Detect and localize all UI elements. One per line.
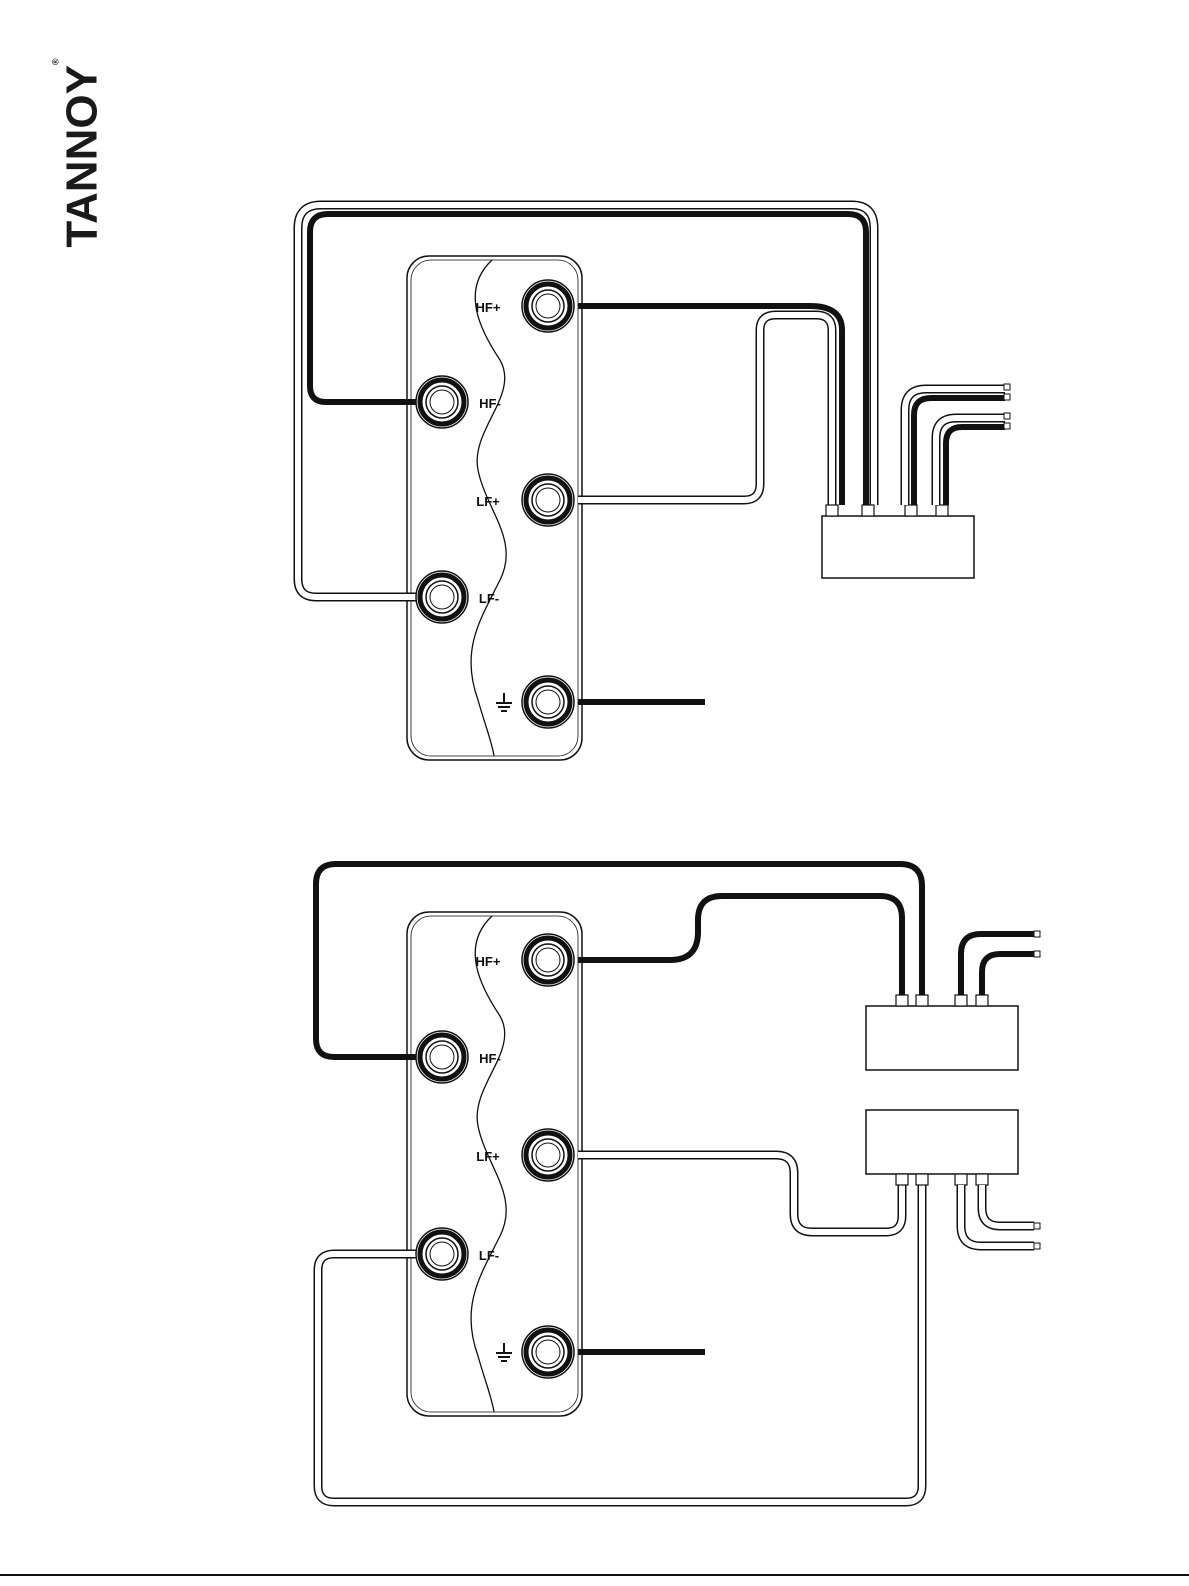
label-hf-positive: HF+ [476,954,501,969]
terminal-ground [522,676,574,728]
terminal-lf-positive [522,474,574,526]
footer-rule [0,1574,1189,1576]
box-connectors [896,1174,988,1185]
box-connectors [826,505,948,516]
crossover-box-hf [866,1006,1018,1070]
diagram-bottom: HF+ HF- LF+ LF- [316,864,1040,1502]
terminal-lf-negative [416,1228,468,1280]
amp-lead-pair-lf [961,1185,1040,1249]
terminal-hf-negative [416,1031,468,1083]
amp-lead-pair-2 [936,413,1010,505]
label-hf-negative: HF- [479,396,501,411]
wire-lf-positive [578,1155,902,1232]
terminal-ground [522,1326,574,1378]
terminal-lf-negative [416,571,468,623]
terminal-hf-negative [416,376,468,428]
diagram-top: HF+ HF- LF+ LF- [298,205,1010,760]
terminal-lf-positive [522,1129,574,1181]
label-lf-positive: LF+ [476,1149,500,1164]
wire-hf-positive [578,306,842,505]
amp-lead-pair-1 [905,384,1010,505]
wire-hf-positive [578,896,902,995]
crossover-box [822,516,974,578]
amp-lead-pair-hf [961,931,1040,995]
label-lf-negative: LF- [479,1248,499,1263]
label-lf-positive: LF+ [476,494,500,509]
wire-hf-negative [310,214,866,505]
wire-lf-positive [578,315,832,505]
crossover-box-lf [866,1110,1018,1174]
label-hf-negative: HF- [479,1051,501,1066]
box-connectors [896,995,988,1006]
terminal-hf-positive [522,280,574,332]
terminal-hf-positive [522,934,574,986]
label-lf-negative: LF- [479,591,499,606]
label-hf-positive: HF+ [476,300,501,315]
